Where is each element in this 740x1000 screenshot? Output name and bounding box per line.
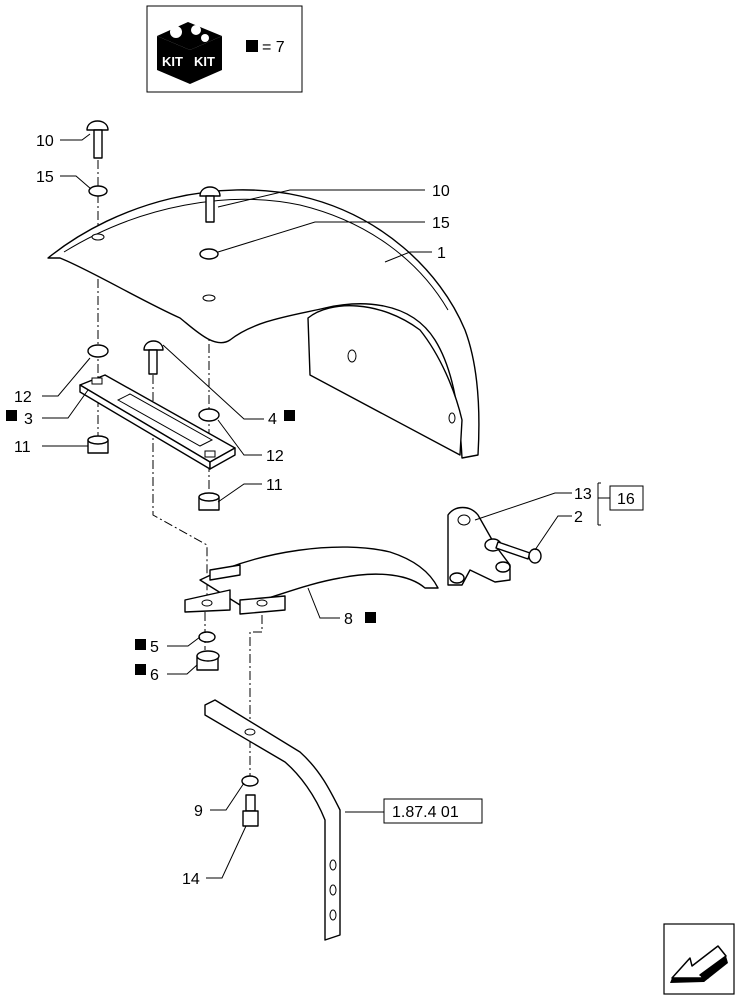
kit-square-marker (246, 40, 258, 52)
callout-1: 1 (437, 245, 446, 262)
mounting-arm (204, 699, 341, 941)
kit-legend-box: KIT KIT = 7 (146, 5, 303, 93)
callout-10-top: 10 (36, 133, 54, 150)
washer-12-left (87, 344, 109, 358)
bolt-10-mid (199, 186, 221, 223)
washer-12-right (198, 408, 220, 422)
kit-legend-text: = 7 (262, 39, 285, 56)
bracket-assembly-16 (447, 506, 542, 586)
callout-9: 9 (194, 803, 203, 820)
callout-8: 8 (344, 611, 353, 628)
support-part-8 (184, 546, 439, 615)
kit-marker-8 (365, 612, 376, 623)
kit-marker-6 (135, 664, 146, 675)
callout-14: 14 (182, 871, 200, 888)
callout-16: 16 (617, 491, 635, 508)
callout-3: 3 (24, 411, 33, 428)
kit-markers (6, 410, 376, 675)
reference-box (383, 798, 483, 824)
navigation-arrow-button[interactable] (663, 923, 735, 995)
leader-lines (42, 133, 610, 879)
kit-marker-4 (284, 410, 295, 421)
kit-icon: KIT KIT (157, 22, 222, 84)
callout-15-mid: 15 (432, 215, 450, 232)
callout-11-right: 11 (266, 477, 283, 494)
washer-5 (198, 631, 216, 643)
bolt-10-top (86, 120, 109, 159)
kit-icon-text-right: KIT (194, 54, 215, 69)
callout-12-left: 12 (14, 389, 32, 406)
back-arrow-icon (670, 945, 728, 983)
callout-2: 2 (574, 509, 583, 526)
nut-11-left (87, 435, 109, 454)
callout-13: 13 (574, 486, 592, 503)
callout-11-left: 11 (14, 439, 31, 456)
washer-9 (241, 775, 259, 787)
reference-callout[interactable]: 1.87.4 01 (392, 804, 459, 821)
callout-5: 5 (150, 639, 159, 656)
kit-icon-text-left: KIT (162, 54, 183, 69)
callout-15-top: 15 (36, 169, 54, 186)
kit-marker-5 (135, 639, 146, 650)
callout-6: 6 (150, 667, 159, 684)
callout-12-right: 12 (266, 448, 284, 465)
callout-16-box (609, 485, 644, 511)
kit-marker-3 (6, 410, 17, 421)
bolt-14 (242, 794, 259, 827)
washer-15-top (88, 185, 108, 197)
washer-15-mid (199, 248, 219, 260)
callout-4: 4 (268, 411, 277, 428)
callout-labels: 10 15 10 15 1 12 3 11 4 12 11 13 2 16 8 … (14, 133, 644, 888)
callout-10-mid: 10 (432, 183, 450, 200)
bolt-2 (495, 541, 542, 564)
nut-11-right (198, 492, 220, 511)
bracket-plate-3 (79, 374, 236, 470)
fender-part-1 (47, 189, 480, 459)
nut-6 (196, 650, 220, 671)
bolt-4 (143, 340, 164, 375)
